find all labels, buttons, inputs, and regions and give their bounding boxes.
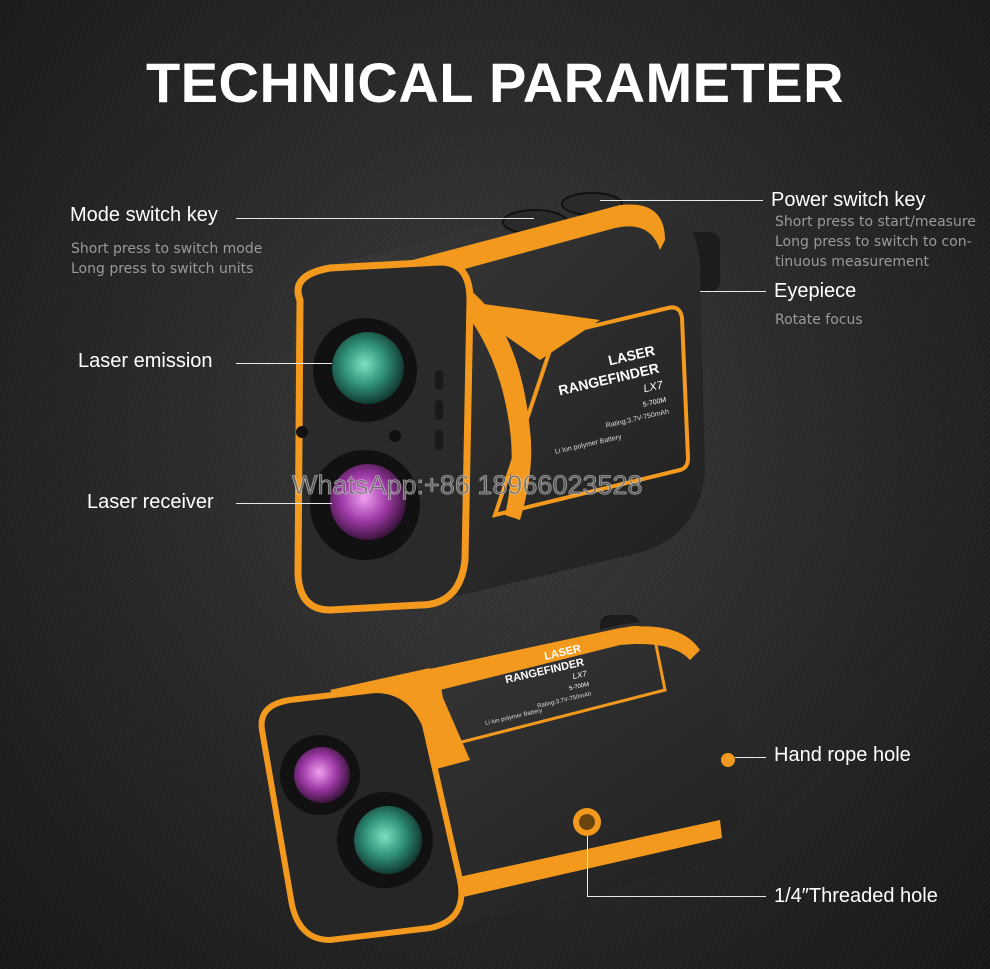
mode-switch-desc-line: Short press to switch mode (71, 241, 263, 257)
power-switch-desc-line: Short press to start/measure (775, 214, 976, 230)
laser-receiver-label: Laser receiver (87, 491, 214, 513)
watermark: WhatsApp:+86 18966023528 (292, 470, 643, 501)
threaded-hole-label: 1/4″Threaded hole (774, 885, 938, 907)
sensor-dot (389, 430, 401, 442)
rangefinder-bottom-view (258, 615, 740, 944)
hand-rope-hole-leader (735, 757, 766, 758)
emission-lens (332, 332, 404, 404)
bottom-label-plate (436, 626, 667, 747)
rangefinder-top-view (292, 192, 720, 614)
laser-emission-label: Laser emission (78, 350, 213, 372)
power-switch-desc-line: Long press to switch to con- (775, 234, 972, 250)
threaded-hole (579, 814, 595, 830)
mode-switch-label: Mode switch key (70, 204, 218, 226)
power-switch-label: Power switch key (771, 189, 926, 211)
front-face (294, 258, 474, 614)
hand-rope-hole (721, 753, 735, 767)
power-switch-desc-line: tinuous measurement (775, 254, 929, 270)
hand-rope-hole-label: Hand rope hole (774, 744, 911, 766)
device-model-bottom: LX7 (572, 669, 588, 681)
power-switch-desc: Short press to start/measure Long press … (775, 212, 976, 272)
bottom-receiver-lens (294, 747, 350, 803)
page-title: TECHNICAL PARAMETER (145, 51, 845, 114)
grip (435, 370, 443, 390)
laser-emission-leader (236, 363, 332, 364)
eyepiece-desc-line: Rotate focus (775, 312, 863, 328)
power-switch-leader (600, 200, 763, 201)
device-range-bottom: 5-700M (569, 682, 590, 692)
receiver-lens (330, 464, 406, 540)
threaded-hole-leader (587, 896, 766, 897)
eyepiece-desc: Rotate focus (775, 310, 863, 330)
grip (435, 400, 443, 420)
mode-switch-desc: Short press to switch mode Long press to… (71, 239, 262, 279)
bottom-orange-band (425, 626, 700, 690)
eyepiece-label: Eyepiece (774, 280, 857, 302)
threaded-hole-leader-vertical (587, 836, 588, 896)
device-model: LX7 (642, 379, 665, 395)
mode-switch-desc-line: Long press to switch units (71, 261, 254, 277)
orange-wedge (455, 300, 600, 360)
bottom-emission-lens (354, 806, 422, 874)
grip (435, 430, 443, 450)
label-plate (491, 305, 691, 518)
laser-receiver-leader (236, 503, 332, 504)
bottom-orange-stripe (445, 820, 722, 900)
mode-switch-leader (236, 218, 534, 219)
sensor-dot (296, 426, 308, 438)
eyepiece-leader (700, 291, 766, 292)
